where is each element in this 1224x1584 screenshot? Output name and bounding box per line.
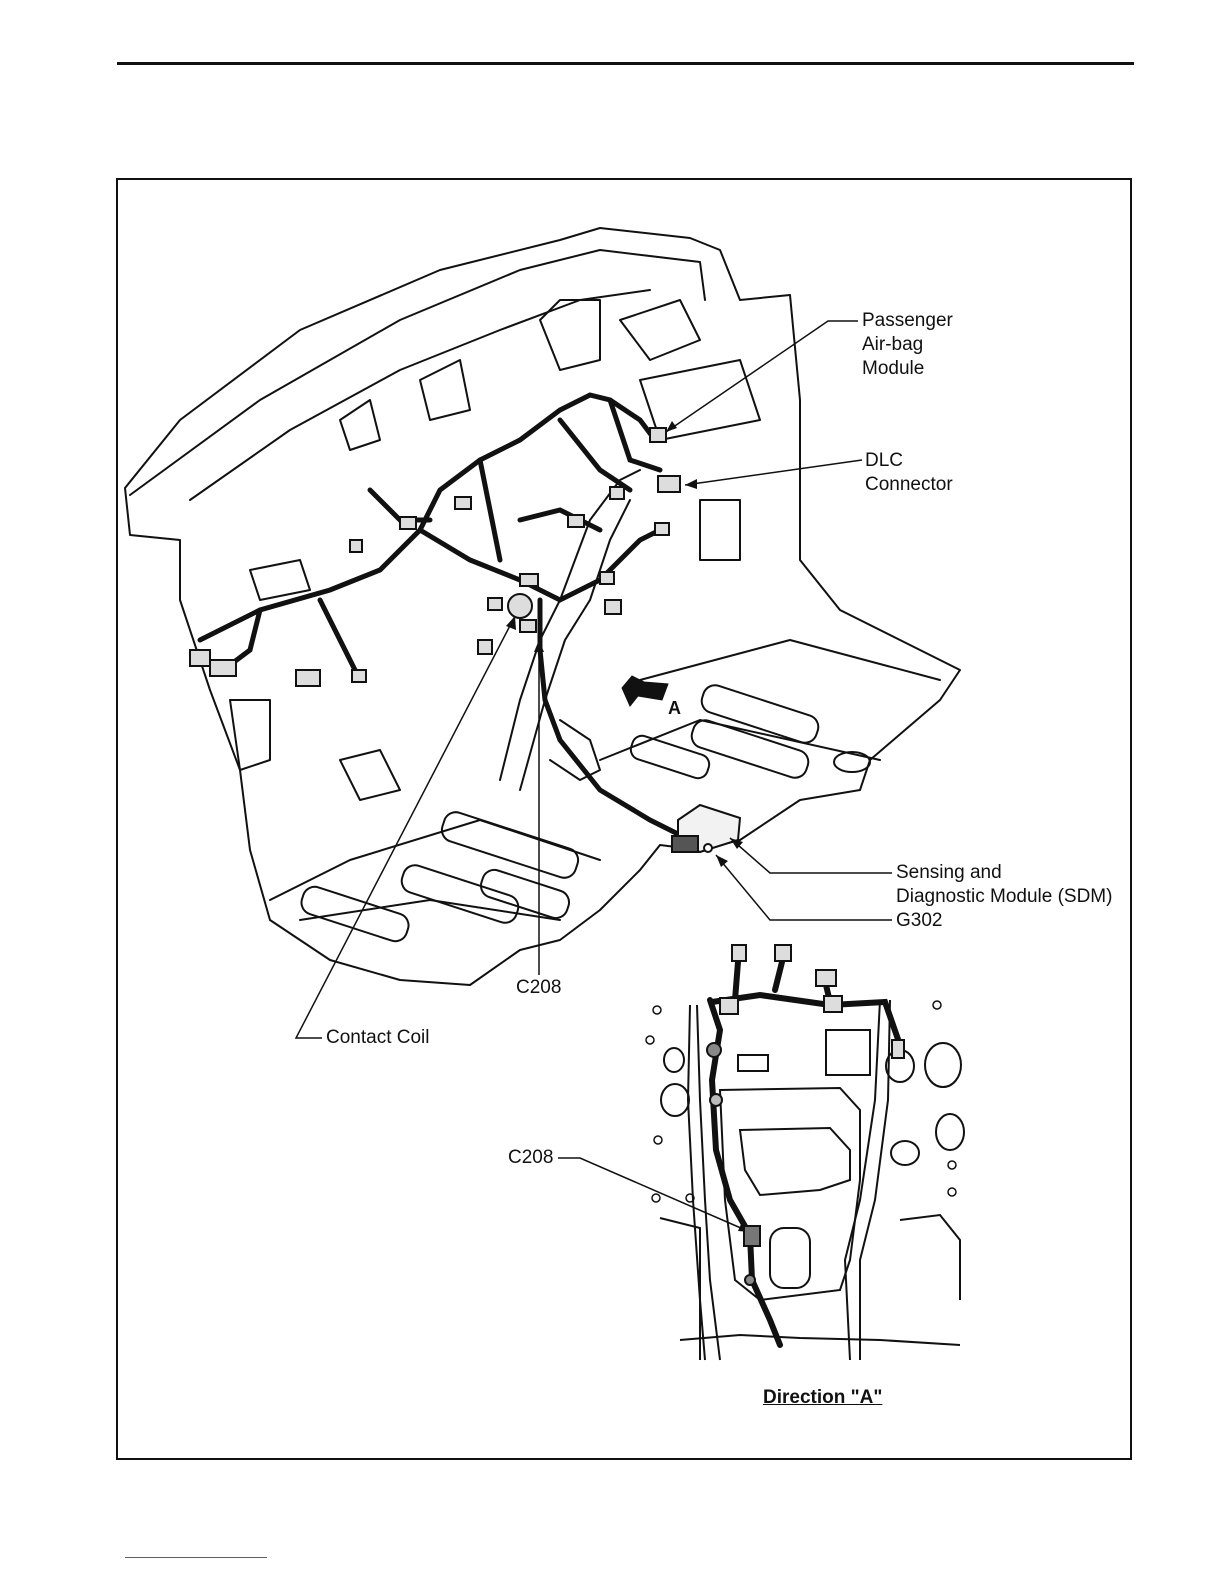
direction-arrow-letter: A — [668, 698, 681, 719]
dlc-connector — [658, 476, 680, 492]
direction-arrow-icon — [622, 676, 668, 706]
c208-main-label: C208 — [516, 976, 561, 1000]
passenger-airbag-connector — [650, 428, 666, 442]
footer-link-underline[interactable] — [125, 1557, 267, 1558]
dlc-connector-label: DLC Connector — [865, 449, 953, 497]
contact-coil-label: Contact Coil — [326, 1026, 430, 1050]
sdm-label: Sensing and Diagnostic Module (SDM) — [896, 861, 1112, 909]
c208-inset-label: C208 — [508, 1146, 553, 1170]
direction-a-caption: Direction "A" — [763, 1386, 882, 1410]
contact-coil-part — [508, 594, 532, 618]
inset-connector-1 — [732, 945, 746, 961]
passenger-airbag-label: Passenger Air-bag Module — [862, 309, 953, 381]
inset-connector-3 — [816, 970, 836, 986]
inset-connector-2 — [775, 945, 791, 961]
direction-a-inset — [660, 1000, 964, 1360]
inset-c208-connector — [744, 1226, 760, 1246]
g302-label: G302 — [896, 909, 942, 933]
